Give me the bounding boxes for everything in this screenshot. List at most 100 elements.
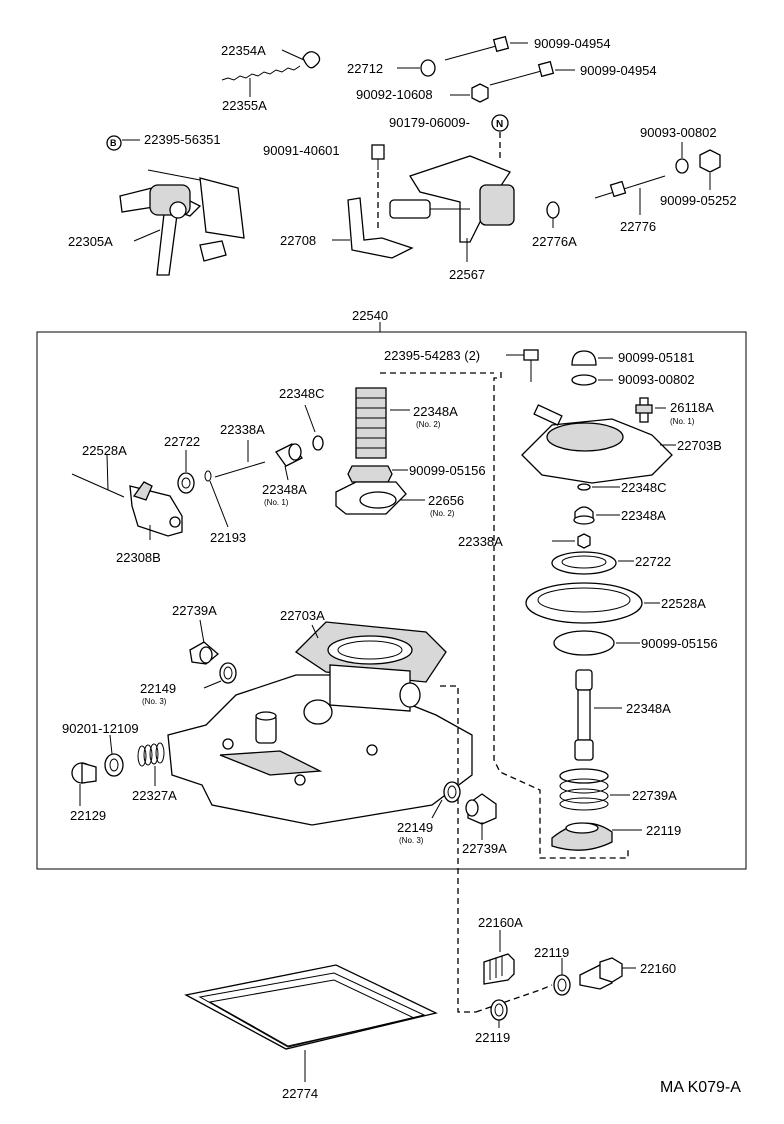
label-p90099e: 90099-05156 <box>409 463 486 478</box>
svg-text:90099-04954: 90099-04954 <box>580 63 657 78</box>
part-22739A-b <box>465 793 497 840</box>
label-p22149a: 22149 <box>140 681 176 696</box>
label-p22722: 22722 <box>164 434 200 449</box>
part-22348A-no1 <box>275 443 303 481</box>
label-p22308B: 22308B <box>116 550 161 565</box>
svg-text:22305A: 22305A <box>68 234 113 249</box>
part-22703B: 22703B <box>521 404 722 484</box>
svg-text:90092-10608: 90092-10608 <box>356 87 433 102</box>
label-p22739Aa: 22739A <box>172 603 217 618</box>
part-22546: 22739A <box>559 768 677 811</box>
label-p22160A: 22160A <box>478 915 523 930</box>
part-22776A: 22776A <box>532 201 577 249</box>
note-p22656: (No. 2) <box>430 509 455 518</box>
part-90099-05252: 90099-05252 <box>660 149 737 208</box>
label-p22774: 22774 <box>282 1086 318 1101</box>
part-22143A: 90099-05156 <box>553 630 718 656</box>
part-22658A: 22348A <box>573 506 666 525</box>
svg-text:22703B: 22703B <box>677 438 722 453</box>
label-p22739Ab: 22739A <box>462 841 507 856</box>
svg-text:22395-54283 (2): 22395-54283 (2) <box>384 348 480 363</box>
label-22348C-visible: 22348C <box>279 386 325 401</box>
part-22348A-no2: 22348A <box>355 387 410 459</box>
part-90099-04954-b: 90099-04954 <box>489 60 657 86</box>
label-p22149b: 22149 <box>397 820 433 835</box>
svg-text:22776A: 22776A <box>532 234 577 249</box>
part-22528A <box>71 454 125 498</box>
part-90099-05181: 90099-05181 <box>571 350 695 366</box>
part-22327A <box>137 742 165 786</box>
svg-text:22119: 22119 <box>646 823 681 838</box>
note-p22149b: (No. 3) <box>399 836 424 845</box>
label-p90201: 90201-12109 <box>62 721 139 736</box>
svg-text:90179-06009-: 90179-06009- <box>389 115 470 130</box>
part-22355A: 22355A <box>221 65 301 113</box>
part-22549: 22722 <box>551 551 671 575</box>
label-p22528A: 22528A <box>82 443 127 458</box>
part-22542: 22528A <box>525 582 706 624</box>
label-p22327A: 22327A <box>132 788 177 803</box>
part-90099-20608: 22338A <box>458 533 591 549</box>
part-22119-b <box>490 999 508 1028</box>
svg-text:22348A: 22348A <box>621 508 666 523</box>
part-22703A <box>167 621 473 826</box>
part-26118A: 26118A (No. 1) <box>635 397 714 426</box>
note-p22149a: (No. 3) <box>142 697 167 706</box>
label-p22119a: 22119 <box>534 945 569 960</box>
part-90099-04954-a: 90099-04954 <box>444 35 611 61</box>
label-p22160: 22160 <box>640 961 676 976</box>
svg-text:90091-40601: 90091-40601 <box>263 143 340 158</box>
part-22160A <box>483 930 515 985</box>
assembly-label: 22540 <box>352 308 388 323</box>
svg-text:22355A: 22355A <box>222 98 267 113</box>
part-90093-00802-b: 90093-00802 <box>571 372 695 387</box>
svg-text:26118A: 26118A <box>670 400 714 415</box>
label-22348A-no2: 22348A <box>413 404 458 419</box>
part-90092-10608: 90092-10608 <box>356 83 489 103</box>
svg-text:90093-00802: 90093-00802 <box>618 372 695 387</box>
svg-text:22739A: 22739A <box>632 788 677 803</box>
part-90091-40601: 90091-40601 <box>263 143 385 232</box>
assembly-frame <box>36 331 747 870</box>
part-90093-00802-top: 90093-00802 <box>640 125 717 174</box>
label-p22193: 22193 <box>210 530 246 545</box>
svg-text:22354A: 22354A <box>221 43 266 58</box>
label-p22656: 22656 <box>428 493 464 508</box>
svg-text:22528A: 22528A <box>661 596 706 611</box>
part-22305A: 22305A <box>68 169 245 276</box>
part-22354A: 22354A <box>221 43 321 69</box>
svg-text:90099-05252: 90099-05252 <box>660 193 737 208</box>
svg-text:22348A: 22348A <box>626 701 671 716</box>
svg-text:22395-56351: 22395-56351 <box>144 132 221 147</box>
svg-text:N: N <box>496 119 503 130</box>
svg-text:22708: 22708 <box>280 233 316 248</box>
label-p22703A: 22703A <box>280 608 325 623</box>
label-p22129: 22129 <box>70 808 106 823</box>
svg-text:22348C: 22348C <box>621 480 667 495</box>
part-22712: 22712 <box>347 59 436 77</box>
part-22321A: 22348A <box>574 669 671 761</box>
part-22739A-a <box>189 619 220 665</box>
part-22149-a <box>203 662 237 689</box>
part-22308B <box>129 481 183 540</box>
part-22395-56351: B 22395-56351 <box>106 132 221 151</box>
svg-text:90099-05156: 90099-05156 <box>641 636 718 651</box>
svg-text:22712: 22712 <box>347 61 383 76</box>
svg-text:B: B <box>110 138 117 148</box>
part-90201-12109 <box>104 734 124 777</box>
label-p22119b: 22119 <box>475 1030 510 1045</box>
svg-text:22776: 22776 <box>620 219 656 234</box>
label-p22348Ano1: 22348A <box>262 482 307 497</box>
svg-text:22567: 22567 <box>449 267 485 282</box>
part-22338A <box>214 440 266 478</box>
part-22160 <box>579 957 636 990</box>
part-22776: 22776 <box>594 175 666 234</box>
svg-text:22338A: 22338A <box>458 534 503 549</box>
part-90179-06009: N 90179-06009- <box>389 114 509 160</box>
part-22658B: 22348C <box>577 480 667 495</box>
part-22567: 22567 <box>389 155 515 282</box>
part-22722 <box>177 450 195 494</box>
part-22395-54283: 22395-54283 (2) <box>384 348 539 382</box>
